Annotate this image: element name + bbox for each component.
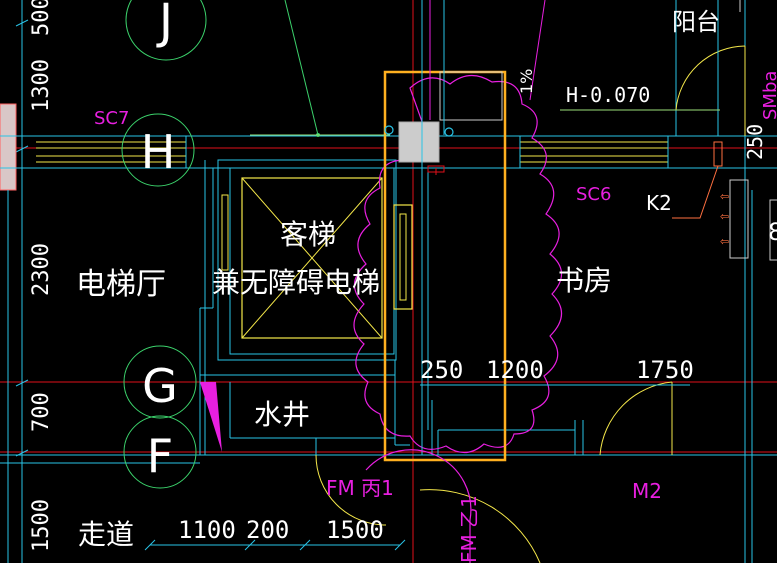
dim-middle-1: 1200 bbox=[486, 356, 544, 384]
axis-bubble-g: G bbox=[123, 345, 197, 419]
dim-left-2: 2300 bbox=[29, 243, 54, 296]
label-elevator-hall: 电梯厅 bbox=[76, 267, 166, 302]
dim-middle-0: 250 bbox=[420, 356, 463, 384]
dim-bottom-1: 200 bbox=[246, 516, 289, 544]
right-side-details: ⇦ ⇦ ⇦ bbox=[529, 0, 777, 261]
dim-middle-2: 1750 bbox=[636, 356, 694, 384]
axis-label-g: G bbox=[142, 359, 178, 413]
axis-bubbles: J H G F bbox=[121, 0, 207, 489]
label-balcony: 阳台 bbox=[672, 8, 720, 36]
dimension-texts: 500 1300 2300 700 1500 1100 200 1500 250… bbox=[29, 0, 767, 552]
axis-label-j: J bbox=[156, 0, 173, 50]
dim-right: 250 bbox=[743, 124, 767, 160]
label-sc7: SC7 bbox=[94, 108, 129, 129]
label-door-fm-vertical: FM 乙1 bbox=[457, 495, 481, 563]
wall-band-upper bbox=[36, 141, 668, 163]
label-passenger-elevator: 客梯 bbox=[280, 218, 336, 251]
wall-fragment bbox=[0, 103, 17, 191]
svg-text:⇦: ⇦ bbox=[720, 190, 729, 203]
pipe-shaft bbox=[384, 0, 503, 455]
label-sc6: SC6 bbox=[576, 184, 611, 205]
label-accessible-elevator: 兼无障碍电梯 bbox=[212, 266, 380, 299]
leader-line bbox=[284, 0, 319, 136]
label-water-shaft: 水井 bbox=[254, 398, 310, 431]
dim-bottom-2: 1500 bbox=[326, 516, 384, 544]
label-k2: K2 bbox=[646, 191, 672, 215]
label-m2: M2 bbox=[632, 479, 662, 503]
label-eight: 8 bbox=[768, 218, 777, 246]
axis-label-f: F bbox=[147, 429, 173, 483]
elevator-shaft bbox=[221, 177, 383, 339]
dim-bottom-0: 1100 bbox=[178, 516, 236, 544]
label-corridor: 走道 bbox=[78, 518, 134, 551]
elevator-car-box bbox=[241, 177, 383, 339]
label-door-fm: FM 丙1 bbox=[326, 476, 394, 500]
text-labels: SC7 SC6 H-0.070 1% K2 阳台 电梯厅 客梯 兼无障碍电梯 书… bbox=[76, 8, 777, 563]
svg-text:⇦: ⇦ bbox=[720, 210, 729, 223]
axis-bubble-f: F bbox=[123, 415, 197, 489]
label-level: H-0.070 bbox=[566, 83, 650, 107]
axis-bubble-h: H bbox=[121, 113, 195, 187]
label-study: 书房 bbox=[556, 264, 612, 297]
dim-left-0: 500 bbox=[29, 0, 54, 36]
axis-bubble-j: J bbox=[125, 0, 207, 61]
column-block bbox=[398, 121, 440, 163]
door-swing-fm bbox=[365, 449, 472, 563]
revision-cloud bbox=[353, 74, 563, 454]
dim-left-3: 700 bbox=[29, 392, 54, 432]
axis-label-h: H bbox=[141, 125, 176, 179]
label-smba: SMba bbox=[760, 71, 777, 120]
dim-left-1: 1300 bbox=[29, 59, 54, 112]
bottom-dimension-chain bbox=[144, 384, 690, 551]
elevator-door-frame bbox=[221, 194, 229, 271]
dim-left-4: 1500 bbox=[29, 499, 54, 552]
svg-text:⇦: ⇦ bbox=[720, 235, 729, 248]
label-slope: 1% bbox=[517, 69, 536, 94]
section-arrow-marker bbox=[200, 382, 222, 452]
left-dimension-chain bbox=[15, 0, 29, 563]
door-swings bbox=[315, 45, 746, 563]
